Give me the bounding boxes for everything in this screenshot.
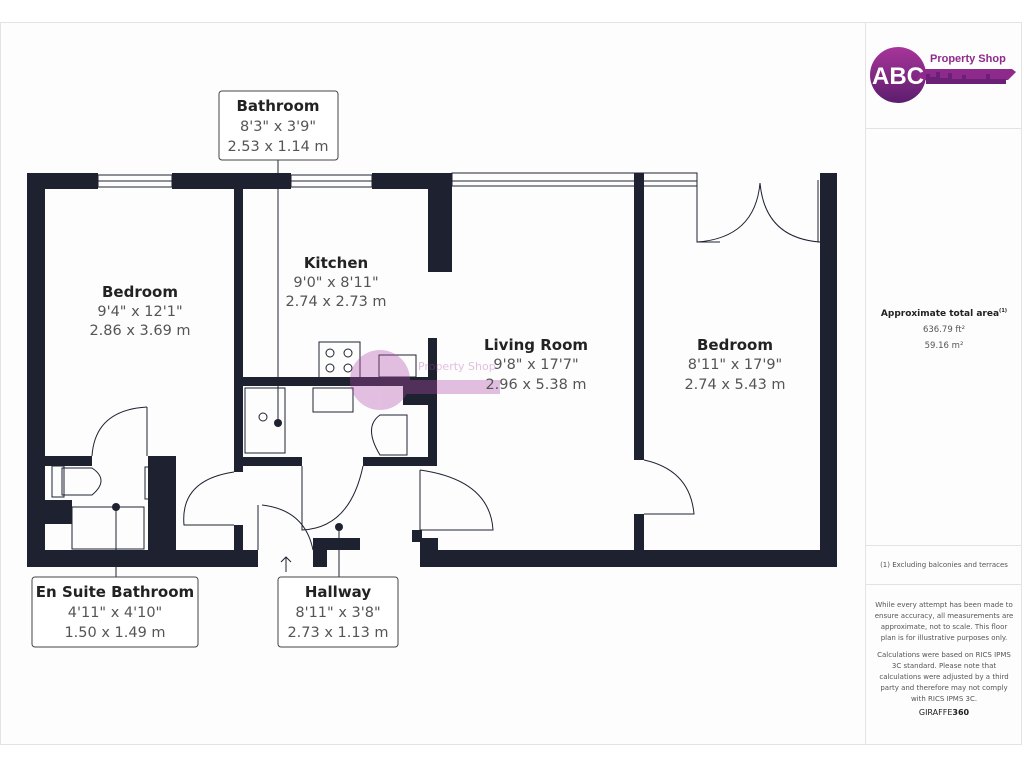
room-name: Kitchen <box>304 254 368 272</box>
disclaimer: While every attempt has been made to ens… <box>874 601 1014 642</box>
logo-initials: ABC <box>872 63 924 90</box>
room-label-hallway: Hallway 8'11" x 3'8" 2.73 x 1.13 m <box>277 576 399 648</box>
room-size-imperial: 8'11" x 17'9" <box>688 357 782 373</box>
room-size-imperial: 9'0" x 8'11" <box>293 275 378 291</box>
watermark-text: Property Shop <box>418 360 496 373</box>
room-size-metric: 2.86 x 3.69 m <box>89 323 190 339</box>
total-area-label: Approximate total area <box>880 309 1000 319</box>
company-logo: ABC Property Shop <box>870 47 1016 103</box>
room-size-metric: 1.50 x 1.49 m <box>64 625 165 641</box>
room-name: Hallway <box>305 583 371 601</box>
total-area-m: 59.16 m² <box>924 341 964 351</box>
room-size-imperial: 8'11" x 3'8" <box>295 605 380 621</box>
room-size-imperial: 8'3" x 3'9" <box>240 119 316 135</box>
room-label-en-suite: En Suite Bathroom 4'11" x 4'10" 1.50 x 1… <box>31 576 199 648</box>
room-size-metric: 2.74 x 2.73 m <box>285 294 386 310</box>
fixtures <box>51 172 821 572</box>
room-label-bedroom-2: Bedroom 8'11" x 17'9" 2.74 x 5.43 m <box>684 336 785 393</box>
total-area-title: Approximate total area(1) <box>866 308 1022 319</box>
room-label-living-room: Living Room 9'8" x 17'7" 2.96 x 5.38 m <box>484 336 588 393</box>
room-size-metric: 2.74 x 5.43 m <box>684 377 785 393</box>
brand-text: GIRAFFE <box>918 708 953 717</box>
room-name: Living Room <box>484 336 588 354</box>
total-area-ft: 636.79 ft² <box>922 325 966 335</box>
giraffe360-brand: GIRAFFE360 <box>866 708 1022 717</box>
logo-name: Property Shop <box>930 53 1006 65</box>
room-size-imperial: 4'11" x 4'10" <box>68 605 162 621</box>
walls <box>27 173 837 567</box>
room-name: Bathroom <box>236 97 319 115</box>
room-size-metric: 2.96 x 5.38 m <box>485 377 586 393</box>
divider <box>866 545 1022 546</box>
room-size-imperial: 9'4" x 12'1" <box>97 304 182 320</box>
footnote: (1) Excluding balconies and terraces <box>880 561 1008 569</box>
footnote-marker: (1) <box>999 308 1008 314</box>
leader-lines <box>115 160 340 577</box>
floor-plan: Property Shop Bedroom 9'4" x 12'1" 2.86 … <box>27 90 837 648</box>
brand-number: 360 <box>952 708 970 717</box>
room-label-bathroom: Bathroom 8'3" x 3'9" 2.53 x 1.14 m <box>218 90 339 161</box>
room-name: En Suite Bathroom <box>36 583 194 601</box>
room-size-metric: 2.73 x 1.13 m <box>287 625 388 641</box>
leader-dots <box>112 419 343 531</box>
watermark-logo: Property Shop <box>350 350 500 410</box>
info-panel: ABC Property Shop Approximate total area… <box>865 22 1022 745</box>
room-label-bedroom-1: Bedroom 9'4" x 12'1" 2.86 x 3.69 m <box>89 283 190 339</box>
room-size-metric: 2.53 x 1.14 m <box>227 139 328 155</box>
room-name: Bedroom <box>102 283 178 301</box>
divider <box>866 128 1022 129</box>
room-name: Bedroom <box>697 336 773 354</box>
calculation-note: Calculations were based on RICS IPMS 3C … <box>877 651 1011 703</box>
room-label-kitchen: Kitchen 9'0" x 8'11" 2.74 x 2.73 m <box>285 254 386 310</box>
room-size-imperial: 9'8" x 17'7" <box>493 357 578 373</box>
divider <box>866 584 1022 585</box>
